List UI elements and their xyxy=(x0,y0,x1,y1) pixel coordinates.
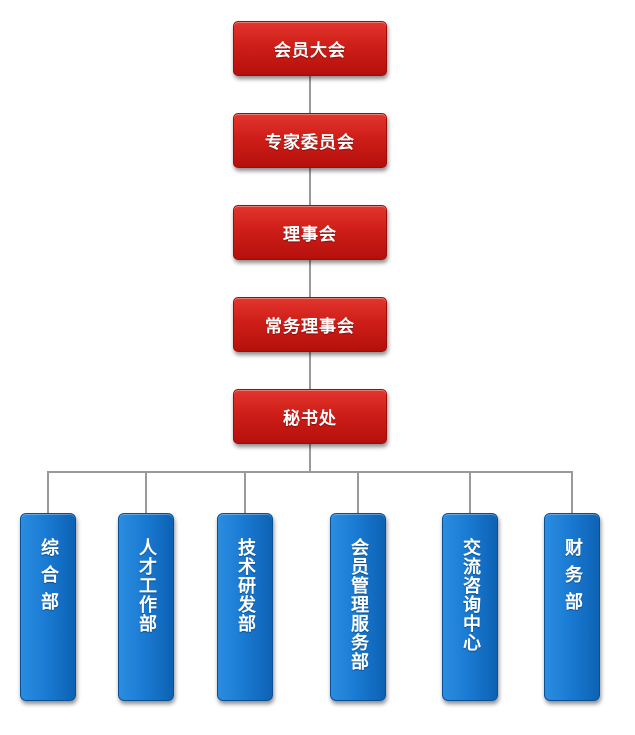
node-standing-council: 常务理事会 xyxy=(233,297,387,352)
dept-talent: 人才工作部 xyxy=(118,513,174,701)
node-label: 会员大会 xyxy=(274,41,346,61)
dept-label: 人才工作部 xyxy=(136,538,157,633)
node-secretariat: 秘书处 xyxy=(233,389,387,444)
dept-label: 交流咨询中心 xyxy=(460,538,481,652)
connector-line xyxy=(309,76,311,113)
node-label: 常务理事会 xyxy=(265,317,355,337)
connector-line xyxy=(47,471,49,513)
node-label: 秘书处 xyxy=(283,409,337,429)
dept-label: 综合部 xyxy=(38,538,59,619)
node-label: 理事会 xyxy=(283,225,337,245)
dept-tech-rd: 技术研发部 xyxy=(217,513,273,701)
dept-label: 技术研发部 xyxy=(235,538,256,633)
connector-line xyxy=(571,471,573,513)
connector-bar xyxy=(47,471,573,473)
node-expert-committee: 专家委员会 xyxy=(233,113,387,168)
node-members-assembly: 会员大会 xyxy=(233,21,387,76)
dept-general: 综合部 xyxy=(20,513,76,701)
dept-label: 会员管理服务部 xyxy=(348,538,369,671)
connector-line xyxy=(309,168,311,205)
node-label: 专家委员会 xyxy=(265,133,355,153)
connector-line xyxy=(309,352,311,389)
connector-line xyxy=(244,471,246,513)
connector-line xyxy=(469,471,471,513)
connector-line xyxy=(357,471,359,513)
dept-label: 财务部 xyxy=(562,538,583,619)
dept-member-service: 会员管理服务部 xyxy=(330,513,386,701)
dept-finance: 财务部 xyxy=(544,513,600,701)
connector-line xyxy=(309,444,311,471)
connector-line xyxy=(145,471,147,513)
node-council: 理事会 xyxy=(233,205,387,260)
dept-exchange-center: 交流咨询中心 xyxy=(442,513,498,701)
connector-line xyxy=(309,260,311,297)
